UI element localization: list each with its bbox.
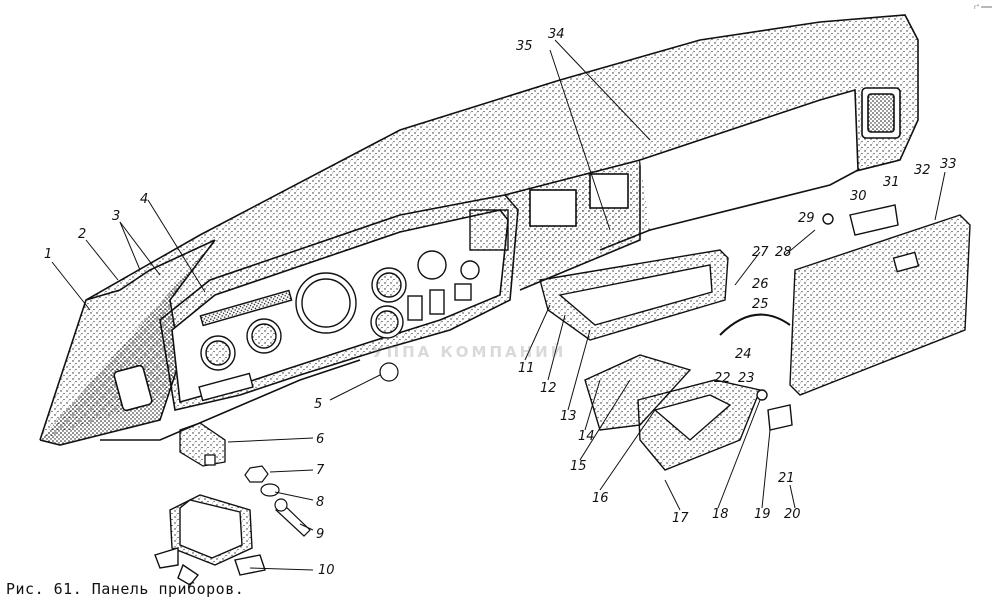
callout-10: 10 [318, 563, 335, 578]
callout-30: 30 [850, 189, 867, 204]
callout-13: 13 [560, 409, 577, 424]
glovebox-assembly [539, 204, 971, 471]
callout-27: 27 [752, 245, 769, 260]
callout-18: 18 [712, 507, 729, 522]
corner-mark: r" ═══ [974, 4, 992, 11]
callout-22: 22 [714, 371, 731, 386]
callout-5: 5 [314, 397, 322, 412]
switch-part-6 [179, 422, 226, 467]
callout-28: 28 [775, 245, 792, 260]
watermark: УППА КОМПАНИЙ [372, 343, 567, 361]
callout-32: 32 [914, 163, 931, 178]
callout-34: 34 [548, 27, 565, 42]
callout-29: 29 [798, 211, 815, 226]
figure-caption: Рис. 61. Панель приборов. [6, 580, 245, 598]
callout-26: 26 [752, 277, 769, 292]
callout-6: 6 [316, 432, 324, 447]
gauges [198, 209, 509, 402]
callout-19: 19 [754, 507, 771, 522]
callout-24: 24 [735, 347, 752, 362]
callout-numbers: 1 2 3 4 5 6 7 8 9 10 11 12 13 14 15 16 1… [44, 27, 957, 578]
knob-part-5 [379, 362, 399, 382]
callout-7: 7 [316, 463, 325, 478]
callout-33: 33 [940, 157, 957, 172]
relay-part-10 [154, 494, 266, 586]
callout-11: 11 [518, 361, 535, 376]
fasteners-parts-7-9 [244, 465, 311, 537]
callout-14: 14 [578, 429, 595, 444]
callout-1: 1 [44, 247, 52, 262]
callout-16: 16 [592, 491, 609, 506]
callout-35: 35 [516, 39, 533, 54]
callout-9: 9 [316, 527, 324, 542]
callout-8: 8 [316, 495, 324, 510]
callout-17: 17 [672, 511, 689, 526]
callout-31: 31 [883, 175, 900, 190]
callout-3: 3 [112, 209, 120, 224]
callout-15: 15 [570, 459, 587, 474]
leader-lines [51, 39, 946, 571]
callout-4: 4 [140, 192, 148, 207]
callout-12: 12 [540, 381, 557, 396]
callout-23: 23 [738, 371, 755, 386]
callout-21: 21 [778, 471, 795, 486]
callout-25: 25 [752, 297, 769, 312]
callout-20: 20 [784, 507, 801, 522]
callout-2: 2 [78, 227, 86, 242]
